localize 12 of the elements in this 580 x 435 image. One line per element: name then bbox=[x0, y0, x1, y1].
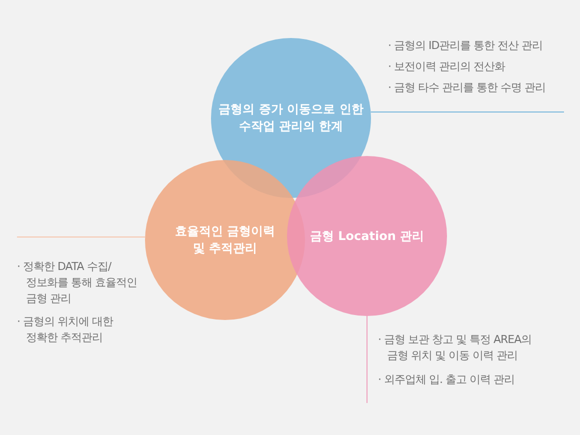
circle-label: 효율적인 금형이력 및 추적관리 bbox=[174, 223, 276, 257]
bullet-text: · 금형 보관 창고 및 특정 AREA의 금형 위치 및 이동 이력 관리 bbox=[378, 332, 533, 364]
leader-line bbox=[366, 316, 368, 404]
bullet-text: · 금형 타수 관리를 통한 수명 관리 bbox=[388, 80, 546, 96]
bullet-text: · 보전이력 관리의 전산화 bbox=[388, 59, 506, 75]
circle-label: 금형 Location 관리 bbox=[308, 228, 426, 244]
bullet-text: · 외주업체 입. 출고 이력 관리 bbox=[378, 372, 516, 388]
bullet-text: · 정확한 DATA 수집/ 정보화를 통해 효율적인 금형 관리 bbox=[17, 259, 138, 307]
leader-line bbox=[16, 236, 146, 238]
circle-label: 금형의 증가 이동으로 인한 수작업 관리의 한계 bbox=[218, 101, 364, 135]
bullet-text: · 금형의 ID관리를 통한 전산 관리 bbox=[388, 38, 544, 54]
bullet-text: · 금형의 위치에 대한 정확한 추적관리 bbox=[17, 314, 114, 346]
